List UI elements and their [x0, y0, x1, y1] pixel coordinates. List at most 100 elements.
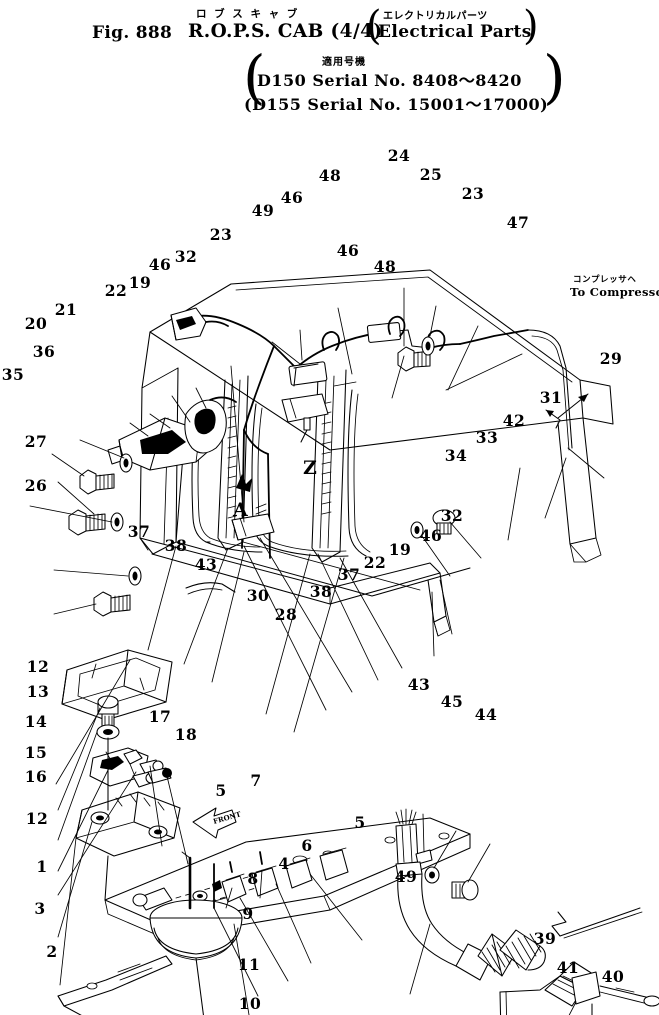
callout-37: 37: [338, 565, 361, 584]
washer-36: [110, 512, 124, 532]
washer-27: [128, 566, 142, 586]
callout-45: 45: [441, 692, 464, 711]
serial-range-d150: D150 Serial No. 8408～8420: [257, 71, 522, 90]
switch-assembly-39: [544, 961, 659, 1007]
callout-9: 9: [242, 904, 253, 923]
callout-22: 22: [105, 281, 128, 300]
callout-21: 21: [55, 300, 78, 319]
callout-48: 48: [374, 257, 397, 276]
callout-30: 30: [247, 586, 270, 605]
header-kana-paren: エレクトリカルパーツ: [383, 11, 488, 22]
callout-44: 44: [475, 705, 498, 724]
fastener-20: [79, 469, 115, 495]
leader-lines-lower: [55, 659, 577, 1015]
callout-31: 31: [540, 388, 563, 407]
figure-header: ロ ブ ス キ ャ ブ Fig. 888 R.O.P.S. CAB (4/4) …: [0, 0, 659, 118]
callout-32: 32: [441, 506, 464, 525]
callout-28: 28: [275, 605, 298, 624]
callout-5: 5: [354, 813, 365, 832]
callout-24: 24: [388, 146, 411, 165]
callout-39: 39: [534, 929, 557, 948]
callout-48: 48: [319, 166, 342, 185]
callout-16: 16: [25, 767, 48, 786]
callout-25: 25: [420, 165, 443, 184]
callout-20: 20: [25, 314, 48, 333]
callout-43: 43: [408, 675, 431, 694]
callout-19: 19: [389, 540, 412, 559]
fastener-44: [451, 879, 479, 901]
callout-1: 1: [36, 857, 47, 876]
callout-22: 22: [364, 553, 387, 572]
callout-38: 38: [165, 536, 188, 555]
washer-25: [421, 336, 435, 356]
lamp-cover-upper: [61, 649, 173, 721]
callout-23: 23: [462, 184, 485, 203]
callout-41: 41: [557, 958, 580, 977]
title-paren-open: (: [366, 3, 382, 49]
serial-paren-open: (: [243, 43, 266, 111]
washer-14: [96, 724, 120, 740]
callout-17: 17: [149, 707, 172, 726]
parts-diagram: Z A: [0, 118, 659, 1015]
callout-7: 7: [250, 771, 261, 790]
relay-box-lower: [231, 513, 275, 541]
callout-13: 13: [27, 682, 50, 701]
callout-12: 12: [27, 657, 50, 676]
callout-12: 12: [26, 809, 49, 828]
callout-42: 42: [503, 411, 526, 430]
serial-paren-close: ): [543, 43, 566, 111]
relay-box-upper: [281, 393, 329, 423]
callout-46: 46: [281, 188, 304, 207]
callout-19: 19: [129, 273, 152, 292]
cable-assembly-49: [395, 808, 546, 981]
callout-38: 38: [310, 582, 333, 601]
callout-5: 5: [215, 781, 226, 800]
front-arrow-icon: FRONT: [192, 807, 243, 839]
callout-36: 36: [33, 342, 56, 361]
callout-49: 49: [395, 867, 418, 886]
callout-15: 15: [25, 743, 48, 762]
callout-43: 43: [195, 555, 218, 574]
callout-23: 23: [210, 225, 233, 244]
figure-title: R.O.P.S. CAB (4/4): [188, 21, 383, 42]
callout-40: 40: [602, 967, 625, 986]
callout-18: 18: [175, 725, 198, 744]
callout-6: 6: [301, 836, 312, 855]
applicable-machines-label: 適用号機: [322, 57, 366, 68]
fastener-26: [93, 591, 131, 617]
section-z-label: Z: [303, 457, 317, 479]
callout-11: 11: [238, 955, 261, 974]
callout-46: 46: [149, 255, 172, 274]
callout-33: 33: [476, 428, 499, 447]
callout-47: 47: [507, 213, 530, 232]
figure-subtitle: Electrical Parts: [378, 22, 532, 42]
callout-4: 4: [278, 854, 289, 873]
callout-27: 27: [25, 432, 48, 451]
callout-3: 3: [34, 899, 45, 918]
callout-37: 37: [128, 522, 151, 541]
callout-35: 35: [2, 365, 25, 384]
callout-46: 46: [420, 526, 443, 545]
header-kana-title: ロ ブ ス キ ャ ブ: [196, 8, 300, 20]
callout-14: 14: [25, 712, 48, 731]
serial-range-d155: (D155 Serial No. 15001～17000): [244, 95, 549, 114]
leader-lines-upper: [29, 287, 605, 733]
fastener-35: [68, 509, 106, 536]
fastener-33: [432, 509, 456, 535]
washer-21: [119, 453, 133, 473]
washer-34: [410, 521, 424, 539]
wire-break-line: [499, 907, 643, 1015]
compressor-label-kana: コンプレッサヘ: [573, 274, 636, 285]
washer-45: [424, 866, 440, 884]
section-z-marker: Z: [300, 417, 317, 479]
compressor-label-en: To Compressor: [570, 285, 659, 299]
title-paren-close: ): [523, 3, 539, 49]
cab-frame-group: [139, 269, 614, 637]
mount-bracket-1: [57, 955, 173, 1007]
callout-49: 49: [252, 201, 275, 220]
callout-32: 32: [175, 247, 198, 266]
callout-10: 10: [239, 994, 262, 1013]
section-a-label: A: [232, 499, 248, 521]
right-front-bracket: [184, 396, 237, 454]
